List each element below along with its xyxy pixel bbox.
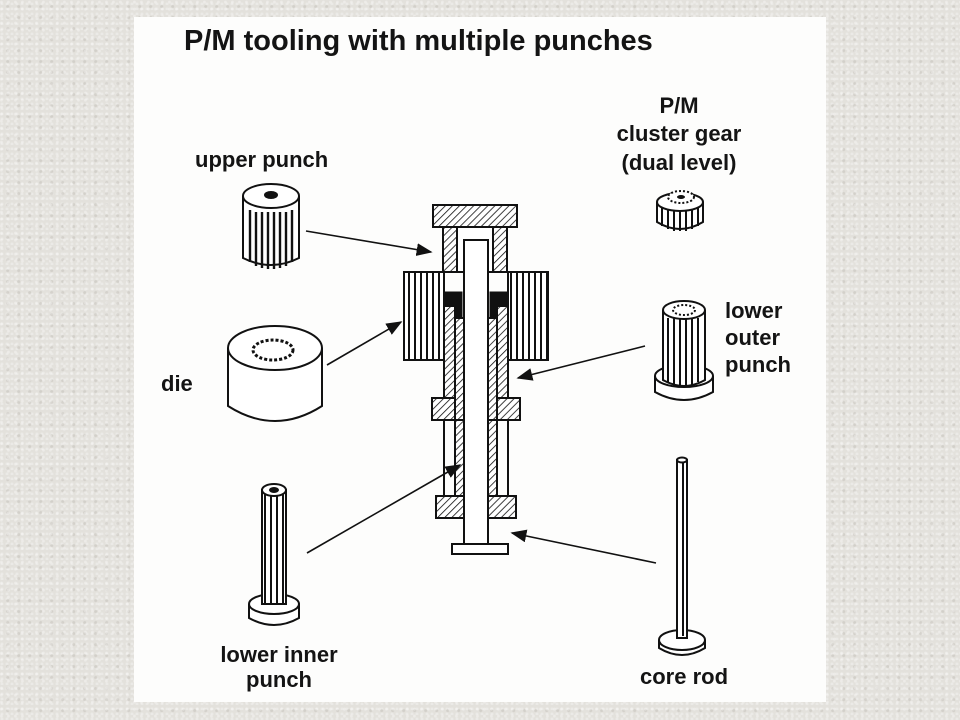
label-upper-punch: upper punch (195, 147, 328, 172)
die-right-section (507, 271, 549, 361)
die-figure (227, 325, 323, 422)
label-die: die (161, 371, 193, 396)
label-cluster-gear-line2: cluster gear (617, 121, 742, 146)
label-lower-outer-punch-line2: outer (725, 325, 780, 350)
diagram-title: P/M tooling with multiple punches (184, 25, 653, 57)
core-rod-figure (658, 456, 706, 656)
arrow-die (326, 321, 403, 366)
label-core-rod: core rod (640, 664, 728, 689)
central-assembly (403, 204, 549, 555)
label-lower-outer-punch-line3: punch (725, 352, 791, 377)
upper-punch-figure (242, 183, 300, 269)
die-left-section (403, 271, 445, 361)
label-lower-outer-punch-line1: lower (725, 298, 783, 323)
lower-outer-punch-figure (654, 300, 714, 401)
arrow-lower-inner-punch (306, 464, 462, 554)
core-rod-section (463, 239, 489, 549)
label-lower-inner-punch-line2: punch (246, 667, 312, 692)
label-cluster-gear-line3: (dual level) (622, 150, 737, 175)
arrow-lower-outer-punch (516, 345, 646, 381)
upper-punch-section (432, 204, 518, 228)
arrow-core-rod (510, 529, 657, 564)
arrow-upper-punch (305, 230, 433, 256)
lower-inner-punch-figure (248, 483, 300, 626)
label-lower-inner-punch-line1: lower inner (220, 642, 338, 667)
cluster-gear-figure (656, 190, 704, 231)
label-cluster-gear-line1: P/M (659, 93, 698, 118)
